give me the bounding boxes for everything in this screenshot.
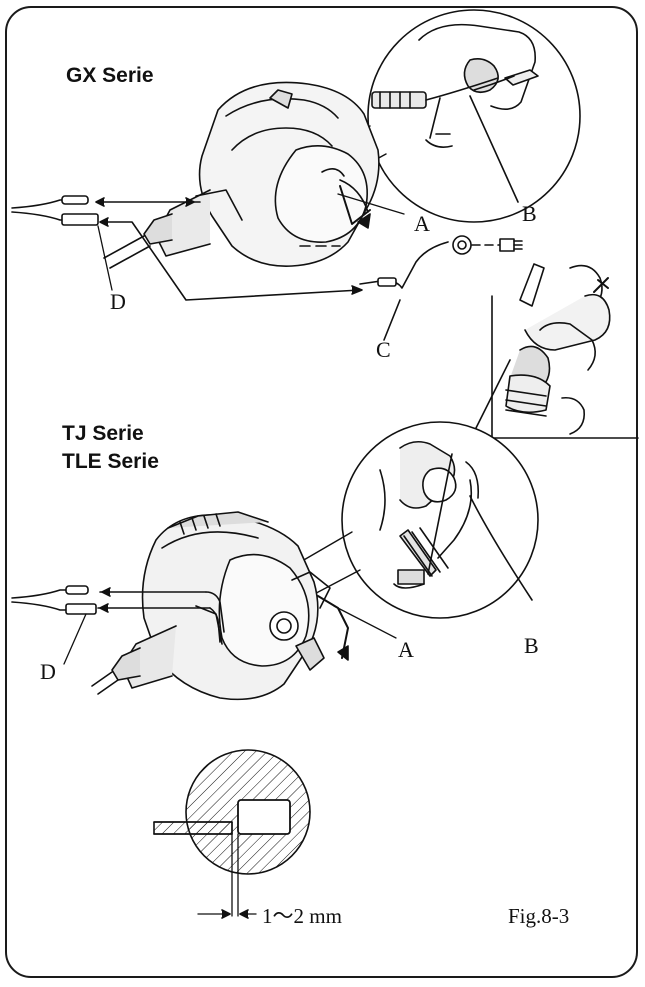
page-frame [5,6,638,978]
gx-wiring [11,195,523,341]
gx-series-title: GX Serie [66,64,154,87]
tle-series-title: TLE Serie [62,450,159,473]
tj-detail-box [465,263,639,449]
tj-detail-circle [341,421,539,619]
tj-engine [91,511,349,701]
gx-callout-c: C [376,337,391,362]
figure-label: Fig.8-3 [508,904,570,928]
gx-detail-circle [367,9,581,223]
gx-callout-d: D [110,289,126,314]
tj-callout-d: D [40,659,56,684]
gx-engine [103,81,380,269]
gap-detail [153,749,311,919]
gap-dimension-label: 1～2 mm [262,904,342,928]
tj-wiring [11,585,225,643]
gx-callout-b: B [522,201,537,226]
gx-callout-a: A [414,211,430,236]
tj-callout-a: A [398,637,414,662]
tj-callout-b: B [524,633,539,658]
tj-series-title: TJ Serie [62,422,144,445]
